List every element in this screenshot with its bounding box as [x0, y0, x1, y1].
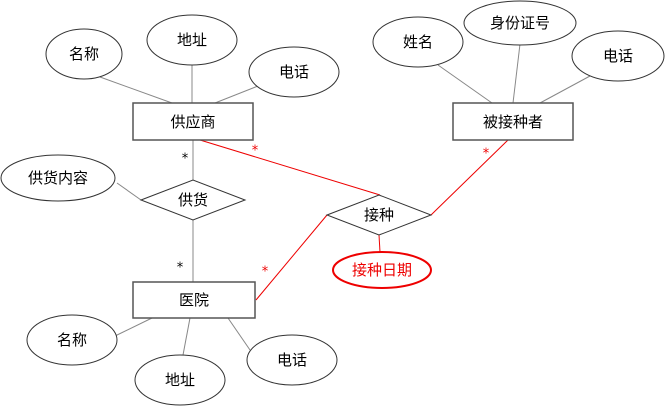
attr-hospital-phone[interactable]: 电话 [246, 334, 338, 386]
entity-supplier[interactable]: 供应商 [132, 102, 254, 141]
attr-vaccinee-name[interactable]: 姓名 [372, 16, 464, 68]
entity-vaccinee[interactable]: 被接种者 [452, 102, 574, 141]
entity-label: 医院 [179, 291, 209, 309]
entity-label: 供应商 [170, 113, 215, 131]
cardinality-star: * [177, 261, 184, 276]
attr-hospital-name[interactable]: 名称 [26, 314, 118, 366]
relationship-label: 供货 [178, 191, 208, 209]
attr-label: 接种日期 [352, 261, 412, 279]
attr-vaccinee-id[interactable]: 身份证号 [463, 0, 577, 46]
attr-supplier-phone[interactable]: 电话 [248, 46, 340, 98]
attr-supplier-address[interactable]: 地址 [146, 14, 238, 66]
attr-hospital-address[interactable]: 地址 [134, 354, 226, 406]
attr-label: 地址 [177, 31, 207, 49]
relationship-vaccinate[interactable]: 接种 [325, 194, 433, 236]
vaccinate-connectors [199, 139, 509, 301]
attr-label: 姓名 [403, 33, 433, 51]
attr-label: 电话 [279, 63, 309, 81]
attr-label: 身份证号 [490, 14, 550, 32]
cardinality-star: * [262, 265, 269, 280]
entity-hospital[interactable]: 医院 [132, 281, 256, 319]
relationship-label: 接种 [364, 206, 394, 224]
attr-supplier-name[interactable]: 名称 [45, 28, 123, 80]
attr-label: 名称 [57, 331, 87, 349]
attr-supply-content[interactable]: 供货内容 [0, 154, 116, 202]
attr-vaccinee-phone[interactable]: 电话 [571, 30, 665, 82]
entity-label: 被接种者 [483, 113, 543, 131]
attr-label: 供货内容 [28, 169, 88, 187]
relationship-supply[interactable]: 供货 [139, 179, 247, 221]
attr-label: 电话 [277, 351, 307, 369]
attr-label: 地址 [165, 371, 195, 389]
attr-label: 电话 [603, 47, 633, 65]
attr-vaccinate-date[interactable]: 接种日期 [332, 251, 432, 289]
cardinality-star: * [483, 147, 490, 162]
attribute-connectors [99, 43, 591, 356]
cardinality-star: * [252, 144, 259, 159]
cardinality-star: * [182, 152, 189, 167]
attr-label: 名称 [69, 45, 99, 63]
